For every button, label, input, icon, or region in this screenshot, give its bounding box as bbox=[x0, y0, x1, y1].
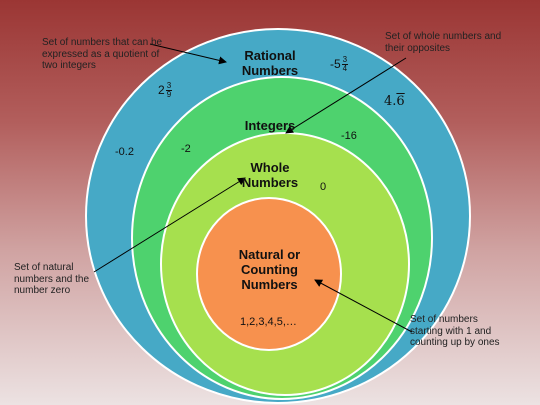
natural-numbers-examples: 1,2,3,4,5,… bbox=[240, 316, 297, 328]
whole-numbers-title: Whole Numbers bbox=[241, 160, 299, 190]
value-neg-16: -16 bbox=[341, 130, 357, 142]
value-neg-0-2: -0.2 bbox=[115, 146, 134, 158]
integers-arrow bbox=[285, 57, 407, 134]
integers-title: Integers bbox=[244, 118, 296, 133]
value-zero: 0 bbox=[320, 181, 327, 193]
natural-arrow bbox=[314, 279, 413, 333]
natural-numbers-circle bbox=[196, 197, 342, 351]
rational-arrow bbox=[149, 43, 227, 65]
value-neg-2: -2 bbox=[181, 143, 191, 155]
rational-annotation: Set of numbers that can be expressed as … bbox=[42, 37, 163, 71]
integers-annotation: Set of whole numbers and their opposites bbox=[385, 31, 502, 54]
whole-annotation: Set of natural numbers and the number ze… bbox=[14, 262, 90, 296]
rational-numbers-title: Rational Numbers bbox=[241, 48, 299, 78]
value-repeating-4-6: 4.6 bbox=[384, 94, 405, 109]
natural-annotation: Set of numbers starting with 1 and count… bbox=[410, 314, 500, 348]
natural-numbers-title: Natural or Counting Numbers bbox=[238, 247, 301, 292]
whole-arrow bbox=[93, 177, 246, 273]
